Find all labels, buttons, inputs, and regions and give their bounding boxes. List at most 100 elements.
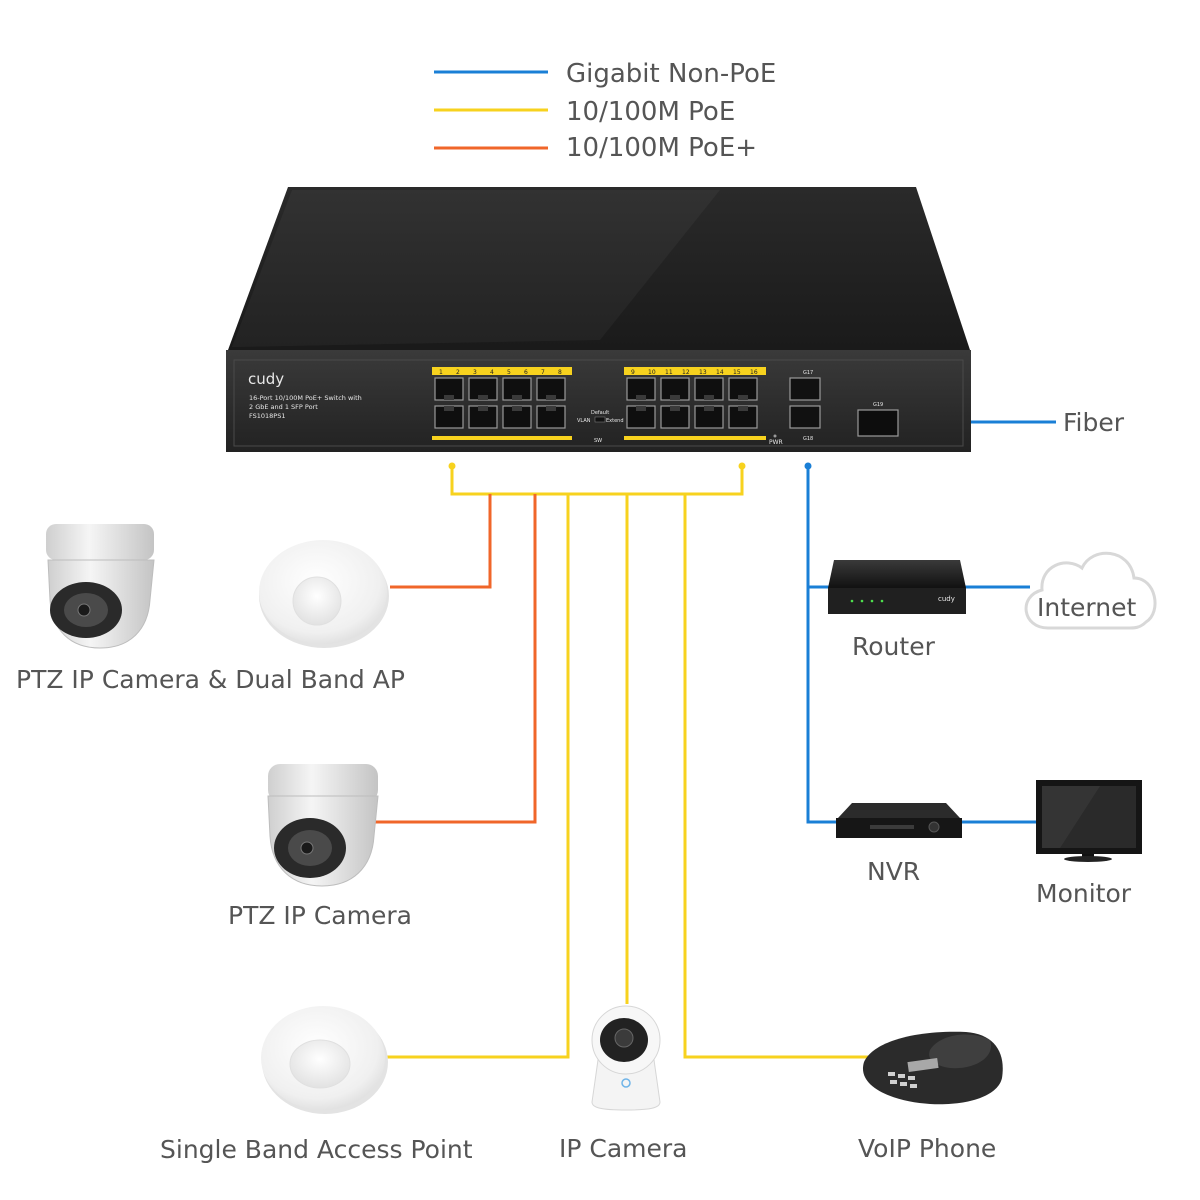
- ipcam-lens: [614, 1028, 634, 1048]
- rj45-latch: [478, 406, 488, 411]
- left-port-number-7: 7: [541, 369, 545, 376]
- dip-extend-label: Extend: [606, 418, 624, 424]
- rj45-latch: [670, 406, 680, 411]
- voip-phone-device: [862, 1031, 1003, 1105]
- dip-toggle[interactable]: [594, 416, 606, 423]
- switch-description-line1: 16-Port 10/100M PoE+ Switch with: [249, 394, 362, 402]
- legend-item-poe: 10/100M PoE: [434, 97, 735, 127]
- right-port-number-10: 10: [648, 369, 656, 376]
- legend-item-gigabit: Gigabit Non-PoE: [434, 59, 776, 89]
- rj45-latch: [704, 395, 714, 400]
- sfp-port-g19[interactable]: [857, 409, 899, 437]
- router-led-3: [870, 599, 874, 603]
- monitor-label: Monitor: [1036, 879, 1132, 908]
- switch-brand-logo: cudy: [248, 370, 284, 388]
- right-rj45-ports: [626, 377, 758, 429]
- poe-switch: cudy 16-Port 10/100M PoE+ Switch with 2 …: [226, 187, 971, 452]
- ptz-ap-label: PTZ IP Camera & Dual Band AP: [16, 665, 405, 694]
- dome2-lens-center: [300, 841, 314, 855]
- ipcam-led: [621, 1078, 631, 1088]
- right-port-number-16: 16: [750, 369, 758, 376]
- dome-camera-2: [267, 764, 379, 887]
- line-to-single-ap: [386, 494, 570, 1059]
- rj45-latch: [636, 406, 646, 411]
- single-ap-label: Single Band Access Point: [160, 1135, 473, 1164]
- right-port-number-12: 12: [682, 369, 690, 376]
- line-to-router: [806, 466, 830, 589]
- legend-label-poe: 10/100M PoE: [566, 97, 735, 127]
- voip-key: [898, 1074, 905, 1078]
- nvr-display: [870, 825, 914, 829]
- internet-label: Internet: [1037, 593, 1136, 622]
- voip-key: [888, 1072, 895, 1076]
- pwr-led: [773, 434, 777, 438]
- voip-label: VoIP Phone: [858, 1134, 996, 1163]
- voip-dome: [929, 1034, 992, 1069]
- legend-label-poe-plus: 10/100M PoE+: [566, 133, 757, 163]
- rj45-latch: [512, 406, 522, 411]
- nvr-label: NVR: [867, 857, 920, 886]
- rj45-latch: [738, 395, 748, 400]
- dome-camera-1: [46, 524, 155, 649]
- connections: [372, 418, 1056, 1059]
- right-port-number-14: 14: [716, 369, 724, 376]
- port-strip-right-bottom: [624, 436, 766, 440]
- dome1-mount: [46, 524, 154, 560]
- legend: Gigabit Non-PoE 10/100M PoE 10/100M PoE+: [434, 59, 776, 163]
- line-to-ptz-camera: [372, 494, 537, 824]
- poe-bus-dot-right: [738, 462, 746, 470]
- voip-display: [907, 1057, 939, 1073]
- rj45-latch: [636, 395, 646, 400]
- rj45-latch: [670, 395, 680, 400]
- monitor-device: [1036, 780, 1142, 862]
- monitor-stand: [1064, 856, 1112, 862]
- pwr-label: PWR: [769, 439, 783, 446]
- router-led-4: [880, 599, 884, 603]
- dip-default-label: Default: [591, 410, 609, 416]
- dip-sw-label: SW: [594, 438, 602, 444]
- uplink-label-g19: G19: [873, 402, 883, 408]
- rj45-latch: [444, 406, 454, 411]
- rj45-latch: [546, 395, 556, 400]
- internet-cloud: [1024, 551, 1157, 630]
- voip-key: [890, 1080, 897, 1084]
- dip-vlan-label: VLAN: [577, 418, 591, 424]
- right-port-number-15: 15: [733, 369, 741, 376]
- nvr-top: [838, 803, 960, 818]
- port-strip-left-bottom: [432, 436, 572, 440]
- rj45-latch: [444, 395, 454, 400]
- line-to-dual-band-ap: [390, 494, 492, 589]
- rj45-latch: [478, 395, 488, 400]
- right-port-number-9: 9: [631, 369, 635, 376]
- uplink-port-g17[interactable]: [789, 377, 821, 401]
- single-band-ap: [261, 1006, 388, 1114]
- monitor-screen: [1042, 786, 1136, 848]
- line-to-voip: [683, 494, 868, 1059]
- switch-top-sheen: [232, 190, 720, 347]
- rj45-latch: [704, 406, 714, 411]
- single-ap-button: [289, 1039, 351, 1089]
- left-port-number-6: 6: [524, 369, 528, 376]
- fiber-label: Fiber: [1063, 408, 1125, 437]
- voip-key: [900, 1082, 907, 1086]
- voip-key: [908, 1076, 915, 1080]
- cloud-outline: [1024, 551, 1157, 630]
- poe-bus-dot-left: [448, 462, 456, 470]
- switch-front-bevel: [233, 359, 964, 447]
- uplink-port-g18[interactable]: [789, 405, 821, 429]
- router-brand: cudy: [938, 595, 955, 603]
- rj45-latch: [738, 406, 748, 411]
- vlan-dip-switch[interactable]: Default VLAN Extend SW: [577, 410, 624, 444]
- left-port-number-1: 1: [439, 369, 443, 376]
- rj45-latch: [512, 395, 522, 400]
- router-label: Router: [852, 632, 936, 661]
- left-port-number-3: 3: [473, 369, 477, 376]
- left-port-number-2: 2: [456, 369, 460, 376]
- dome1-lens-center: [77, 603, 91, 617]
- router-device: cudy: [828, 560, 966, 614]
- nvr-dial: [928, 821, 940, 833]
- line-to-nvr: [806, 587, 836, 824]
- nvr-device: [836, 803, 962, 838]
